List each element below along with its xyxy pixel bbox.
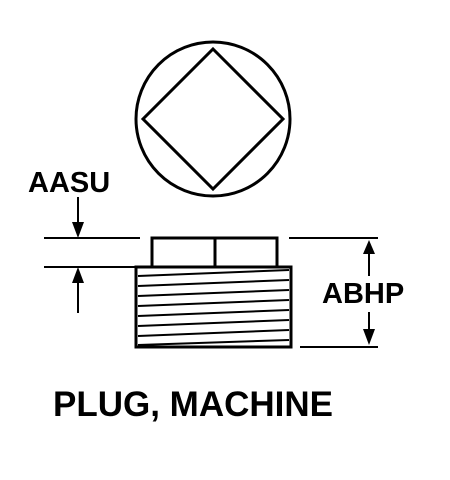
square-socket-diamond bbox=[140, 46, 286, 192]
thread-line bbox=[137, 299, 290, 307]
top-view bbox=[134, 40, 292, 198]
aasu-down-arrow bbox=[72, 222, 84, 238]
aasu-up-arrow bbox=[72, 267, 84, 283]
abhp-up-arrow bbox=[363, 240, 375, 254]
abhp-label: ABHP bbox=[322, 278, 404, 310]
aasu-label: AASU bbox=[28, 167, 110, 199]
threaded-body-outline bbox=[134, 265, 293, 349]
side-view bbox=[134, 236, 293, 349]
thread-line bbox=[137, 329, 290, 337]
thread-line bbox=[137, 289, 290, 297]
abhp-down-arrow bbox=[363, 329, 375, 345]
part-name-caption: PLUG, MACHINE bbox=[53, 385, 333, 424]
thread-line bbox=[137, 309, 290, 317]
aasu-dimension: AASU bbox=[28, 167, 140, 313]
plug-head-outline bbox=[134, 40, 292, 198]
thread-line bbox=[137, 339, 290, 346]
thread-line bbox=[137, 269, 290, 277]
thread-line bbox=[137, 319, 290, 327]
abhp-dimension: ABHP bbox=[289, 237, 404, 348]
thread-line bbox=[137, 279, 290, 287]
thread-lines bbox=[137, 269, 290, 346]
